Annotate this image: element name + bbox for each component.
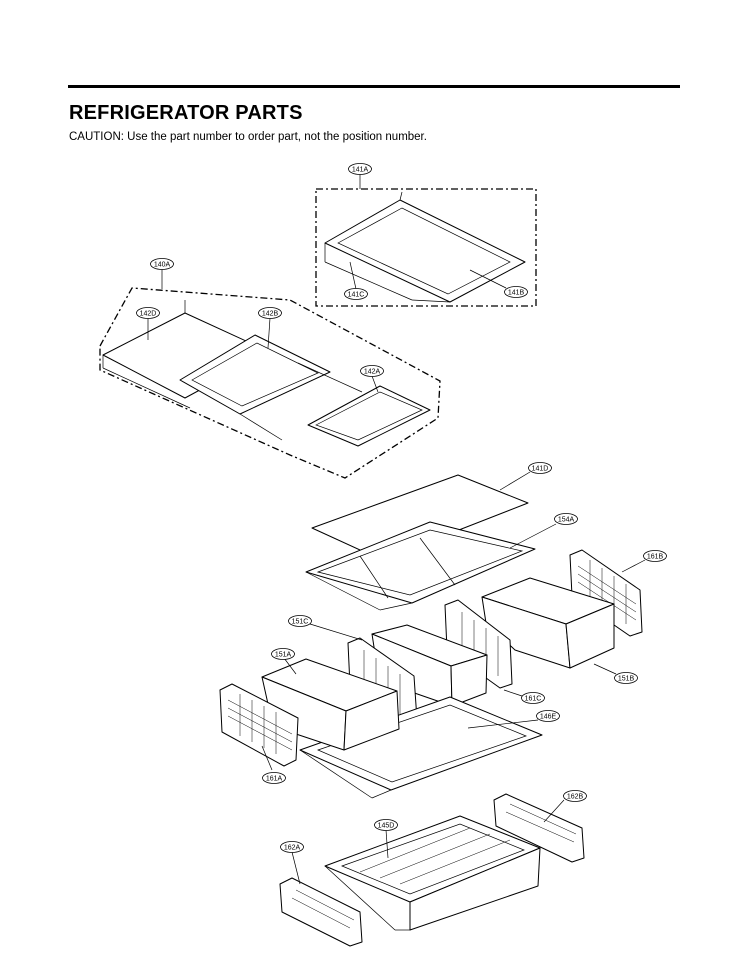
- group-141a-box: [315, 188, 537, 307]
- callout-162B: 162B: [563, 790, 587, 802]
- callout-label: 142A: [364, 369, 381, 376]
- callout-label: 161B: [647, 554, 664, 561]
- callout-label: 140A: [154, 262, 171, 269]
- callout-161C: 161C: [521, 692, 545, 704]
- callout-142B: 142B: [258, 307, 282, 319]
- callout-141A: 141A: [348, 163, 372, 175]
- callout-label: 151C: [292, 619, 309, 626]
- shelf-141a: [324, 191, 526, 303]
- callout-154A: 154A: [554, 513, 578, 525]
- group-140a-box: [99, 287, 441, 479]
- rail-162a: [279, 877, 363, 947]
- callout-146E: 146E: [536, 710, 560, 722]
- callout-145D: 145D: [374, 819, 398, 831]
- bin-151c: [371, 624, 488, 707]
- callout-label: 162B: [567, 794, 584, 801]
- callout-141C: 141C: [344, 288, 368, 300]
- page-title: REFRIGERATOR PARTS: [69, 102, 303, 124]
- glass-141d: [311, 474, 529, 561]
- callout-label: 142B: [262, 311, 279, 318]
- callout-label: 146E: [540, 714, 557, 721]
- callout-label: 142D: [140, 311, 157, 318]
- callout-161B: 161B: [643, 550, 667, 562]
- callout-161A: 161A: [262, 772, 286, 784]
- callout-label: 141C: [348, 292, 365, 299]
- callout-label: 141A: [352, 167, 369, 174]
- tray-154a: [305, 521, 536, 611]
- callout-label: 162A: [284, 845, 301, 852]
- callout-151A: 151A: [271, 648, 295, 660]
- callout-142A: 142A: [360, 365, 384, 377]
- callout-162A: 162A: [280, 841, 304, 853]
- callout-label: 145D: [378, 823, 395, 830]
- rail-162b: [493, 793, 585, 863]
- bin-151a: [261, 658, 400, 751]
- callout-label: 161A: [266, 776, 283, 783]
- callout-151C: 151C: [288, 615, 312, 627]
- callout-label: 151A: [275, 652, 292, 659]
- callout-label: 154A: [558, 517, 575, 524]
- callout-142D: 142D: [136, 307, 160, 319]
- callout-140A: 140A: [150, 258, 174, 270]
- callout-151B: 151B: [614, 672, 638, 684]
- callout-141D: 141D: [528, 462, 552, 474]
- callout-label: 161C: [525, 696, 542, 703]
- callout-label: 141D: [532, 466, 549, 473]
- header-rule: [68, 85, 680, 88]
- callout-label: 141B: [508, 290, 525, 297]
- drawer-145d: [324, 815, 541, 931]
- leader-lines: [147, 174, 646, 885]
- callout-label: 151B: [618, 676, 635, 683]
- callout-141B: 141B: [504, 286, 528, 298]
- base-146e: [299, 696, 543, 799]
- caution-note: CAUTION: Use the part number to order pa…: [69, 131, 427, 143]
- panel-161a: [219, 683, 299, 767]
- shelf-140a: [102, 300, 431, 447]
- bin-151b: [481, 577, 615, 669]
